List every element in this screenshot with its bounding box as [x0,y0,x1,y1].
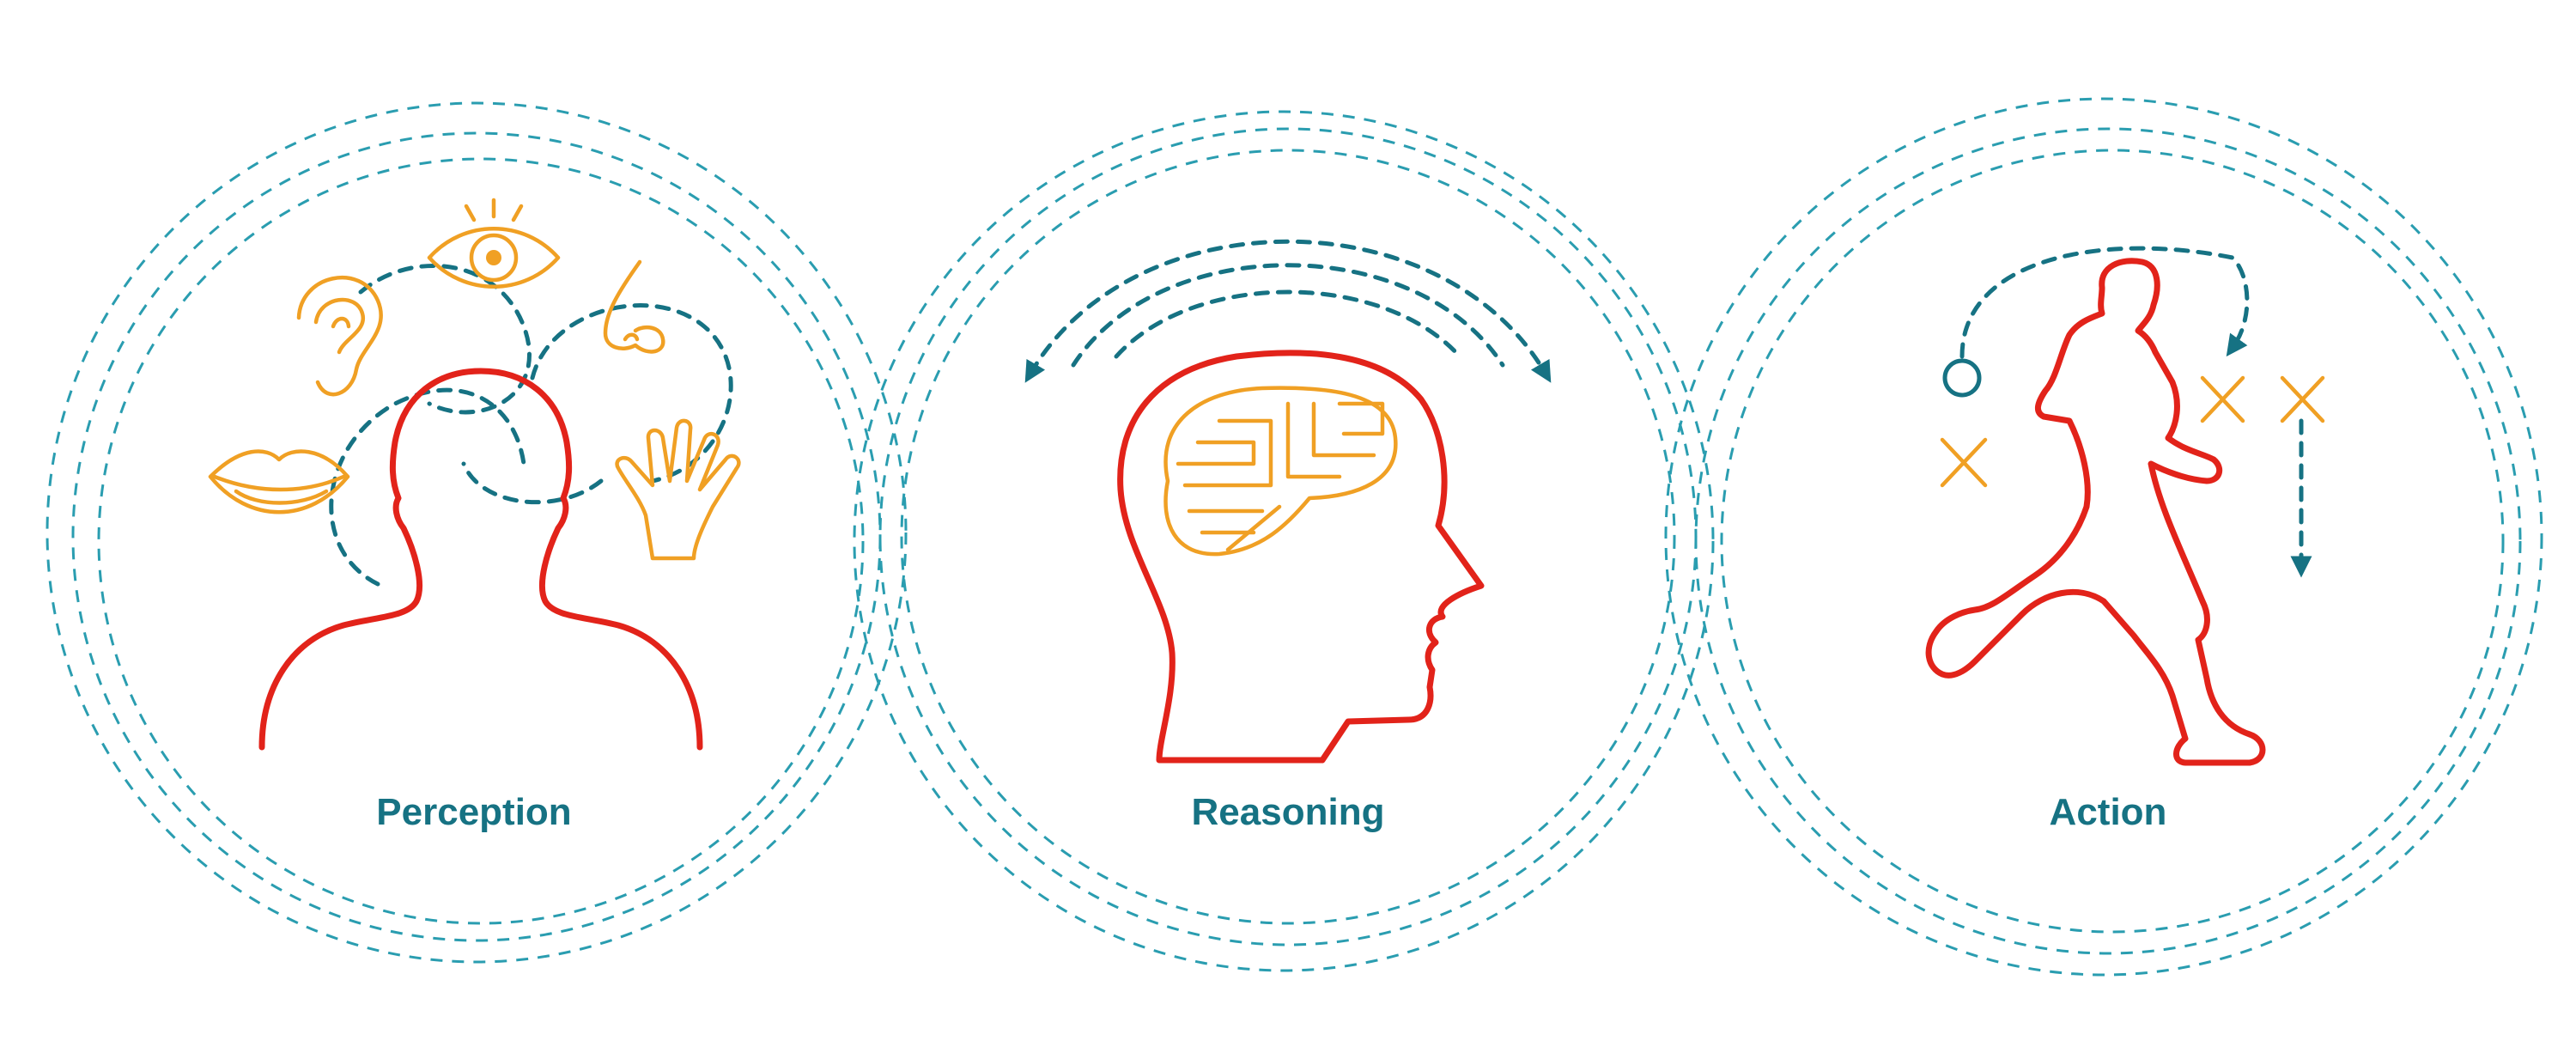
stage-label-reasoning: Reasoning [1192,791,1385,833]
x-mark [2282,378,2323,421]
connector-loop-bottom [464,464,601,502]
hand-icon [617,421,739,558]
connector-loop-left [331,390,524,584]
reasoning-stage: Reasoning [854,112,1713,971]
brain-maze-icon [1166,388,1396,555]
action-rings [1666,99,2542,975]
x-mark [1942,440,1985,485]
running-person-figure [1929,261,2263,763]
mouth-icon [210,451,348,512]
action-stage: Action [1666,99,2542,975]
start-circle [1945,361,1979,395]
play-arrows [1962,248,2301,567]
x-mark [2202,378,2243,421]
swing-arrow-inner [1116,292,1460,356]
sense-connector-loops [331,265,731,584]
head-and-shoulders-figure [262,371,700,747]
x-marks [1942,378,2323,485]
perception-stage: Perception [47,103,906,962]
ear-icon [299,277,381,394]
head-profile-figure [1121,353,1481,760]
stage-label-perception: Perception [376,791,571,833]
eye-icon [429,200,558,287]
curved-play-arrow [1962,248,2247,356]
action-ring-outer [1666,99,2542,975]
connector-loop-right [532,306,731,481]
stage-label-action: Action [2050,791,2167,833]
